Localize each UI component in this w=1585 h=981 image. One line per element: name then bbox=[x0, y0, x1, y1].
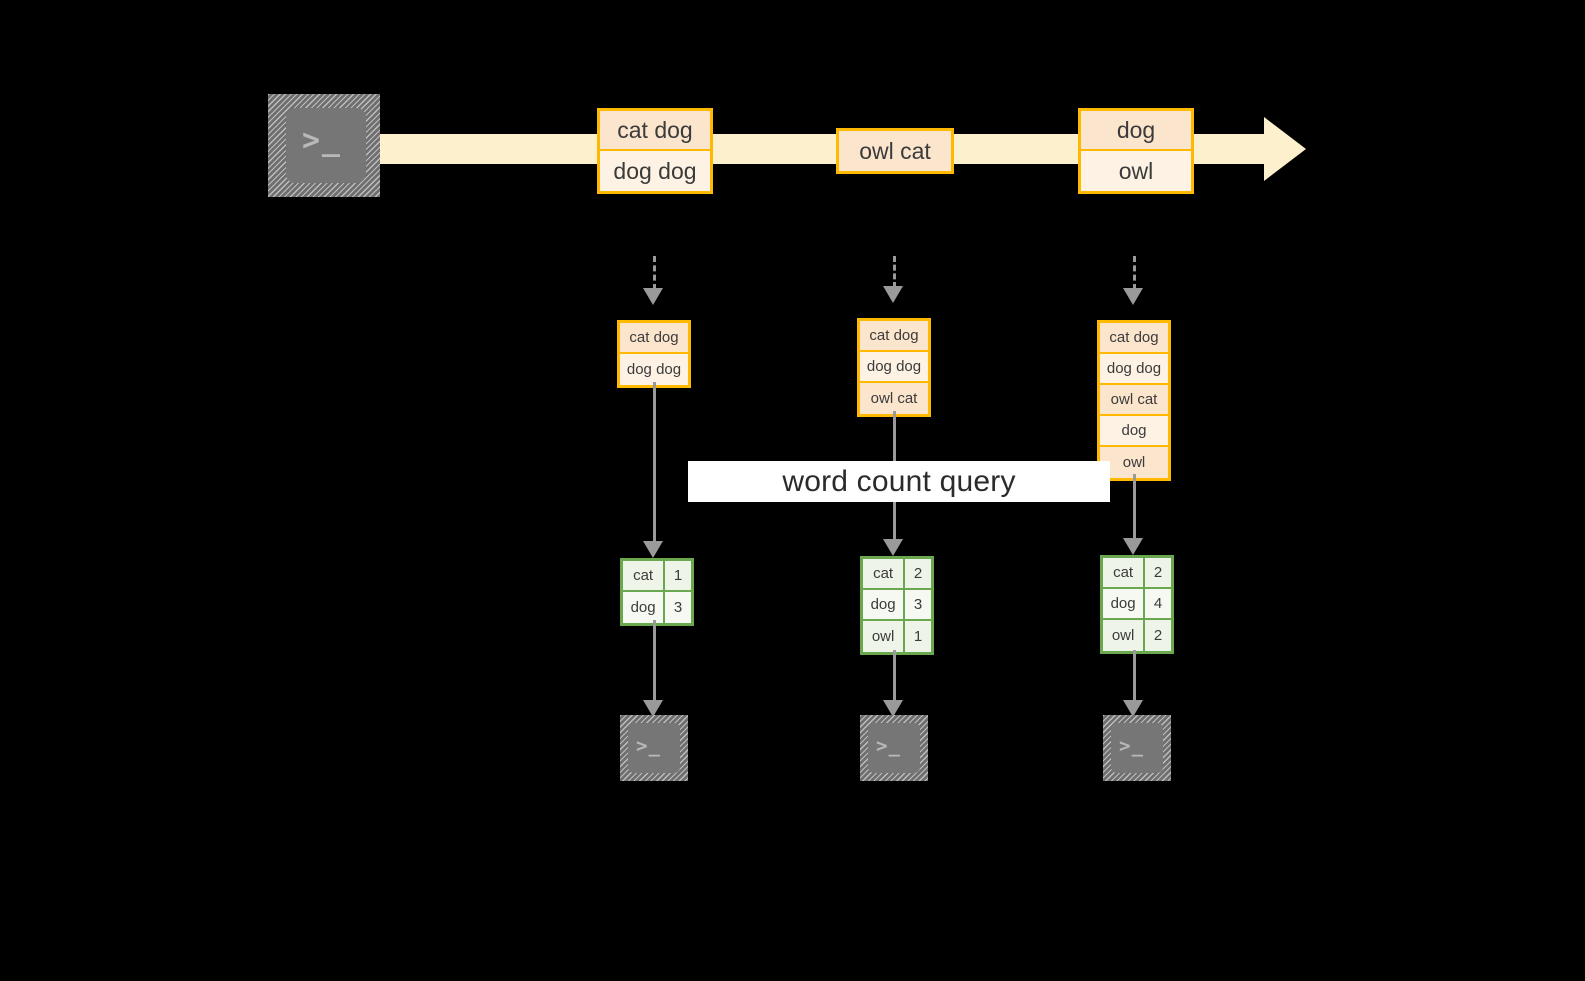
sink-flow-line-3 bbox=[1133, 650, 1136, 706]
stream-group-3[interactable]: dog owl bbox=[1078, 108, 1194, 194]
stream-group-2[interactable]: owl cat bbox=[836, 128, 954, 174]
word-count-query-label-text: word count query bbox=[782, 464, 1016, 498]
word-count-query-label: word count query bbox=[688, 461, 1110, 502]
terminal-body bbox=[868, 723, 920, 773]
table-row: dog 3 bbox=[863, 590, 931, 621]
terminal-prompt-text: >_ bbox=[876, 735, 902, 757]
count-word: dog bbox=[863, 590, 906, 619]
snapshot-record: owl bbox=[1100, 447, 1168, 478]
snapshot-1-sink-terminal[interactable]: >_ bbox=[620, 715, 688, 781]
sink-flow-arrowhead-1 bbox=[643, 700, 663, 717]
table-row: owl 2 bbox=[1103, 620, 1171, 651]
table-row: owl 1 bbox=[863, 621, 931, 652]
count-value: 1 bbox=[665, 561, 691, 590]
count-word: cat bbox=[863, 559, 906, 588]
snapshot-3-counts[interactable]: cat 2 dog 4 owl 2 bbox=[1100, 555, 1174, 654]
snapshot-trigger-line-3 bbox=[1133, 256, 1136, 290]
source-terminal-icon[interactable]: >_ bbox=[268, 94, 380, 197]
count-word: owl bbox=[863, 621, 906, 652]
terminal-prompt-text: >_ bbox=[636, 735, 662, 757]
count-value: 3 bbox=[665, 592, 691, 623]
snapshot-record: cat dog bbox=[860, 321, 928, 352]
snapshot-record: dog bbox=[1100, 416, 1168, 447]
snapshot-record: dog dog bbox=[620, 354, 688, 385]
query-flow-arrowhead-1 bbox=[643, 541, 663, 558]
snapshot-record: owl cat bbox=[1100, 385, 1168, 416]
table-row: cat 2 bbox=[863, 559, 931, 590]
snapshot-trigger-arrowhead-1 bbox=[643, 288, 663, 305]
stream-group-1[interactable]: cat dog dog dog bbox=[597, 108, 713, 194]
terminal-prompt-text: >_ bbox=[1119, 735, 1145, 757]
count-word: dog bbox=[623, 592, 666, 623]
stream-record: owl cat bbox=[839, 131, 951, 171]
stream-record: owl bbox=[1081, 151, 1191, 191]
snapshot-trigger-arrowhead-3 bbox=[1123, 288, 1143, 305]
stream-record: dog bbox=[1081, 111, 1191, 151]
terminal-body bbox=[628, 723, 680, 773]
stream-record: dog dog bbox=[600, 151, 710, 191]
count-word: dog bbox=[1103, 589, 1146, 618]
sink-flow-arrowhead-2 bbox=[883, 700, 903, 717]
snapshot-2-records[interactable]: cat dog dog dog owl cat bbox=[857, 318, 931, 417]
count-word: owl bbox=[1103, 620, 1146, 651]
snapshot-trigger-line-1 bbox=[653, 256, 656, 290]
sink-flow-line-1 bbox=[653, 620, 656, 706]
snapshot-trigger-arrowhead-2 bbox=[883, 286, 903, 303]
terminal-body bbox=[286, 108, 366, 183]
count-value: 2 bbox=[905, 559, 931, 588]
count-value: 3 bbox=[905, 590, 931, 619]
snapshot-record: cat dog bbox=[620, 323, 688, 354]
snapshot-1-counts[interactable]: cat 1 dog 3 bbox=[620, 558, 694, 626]
stream-arrow-head bbox=[1264, 117, 1306, 181]
snapshot-2-counts[interactable]: cat 2 dog 3 owl 1 bbox=[860, 556, 934, 655]
terminal-prompt-text: >_ bbox=[302, 123, 342, 158]
query-flow-line-3 bbox=[1133, 474, 1136, 546]
terminal-body bbox=[1111, 723, 1163, 773]
snapshot-record: owl cat bbox=[860, 383, 928, 414]
count-value: 4 bbox=[1145, 589, 1171, 618]
snapshot-1-records[interactable]: cat dog dog dog bbox=[617, 320, 691, 388]
snapshot-2-sink-terminal[interactable]: >_ bbox=[860, 715, 928, 781]
query-flow-arrowhead-3 bbox=[1123, 538, 1143, 555]
snapshot-record: dog dog bbox=[860, 352, 928, 383]
snapshot-3-sink-terminal[interactable]: >_ bbox=[1103, 715, 1171, 781]
query-flow-arrowhead-2 bbox=[883, 539, 903, 556]
snapshot-trigger-line-2 bbox=[893, 256, 896, 288]
sink-flow-arrowhead-3 bbox=[1123, 700, 1143, 717]
snapshot-record: cat dog bbox=[1100, 323, 1168, 354]
count-value: 1 bbox=[905, 621, 931, 652]
count-value: 2 bbox=[1145, 558, 1171, 587]
table-row: cat 1 bbox=[623, 561, 691, 592]
stream-record: cat dog bbox=[600, 111, 710, 151]
snapshot-record: dog dog bbox=[1100, 354, 1168, 385]
snapshot-3-records[interactable]: cat dog dog dog owl cat dog owl bbox=[1097, 320, 1171, 481]
query-flow-line-1 bbox=[653, 382, 656, 548]
count-word: cat bbox=[623, 561, 666, 590]
count-value: 2 bbox=[1145, 620, 1171, 651]
sink-flow-line-2 bbox=[893, 650, 896, 706]
count-word: cat bbox=[1103, 558, 1146, 587]
table-row: dog 3 bbox=[623, 592, 691, 623]
table-row: cat 2 bbox=[1103, 558, 1171, 589]
table-row: dog 4 bbox=[1103, 589, 1171, 620]
